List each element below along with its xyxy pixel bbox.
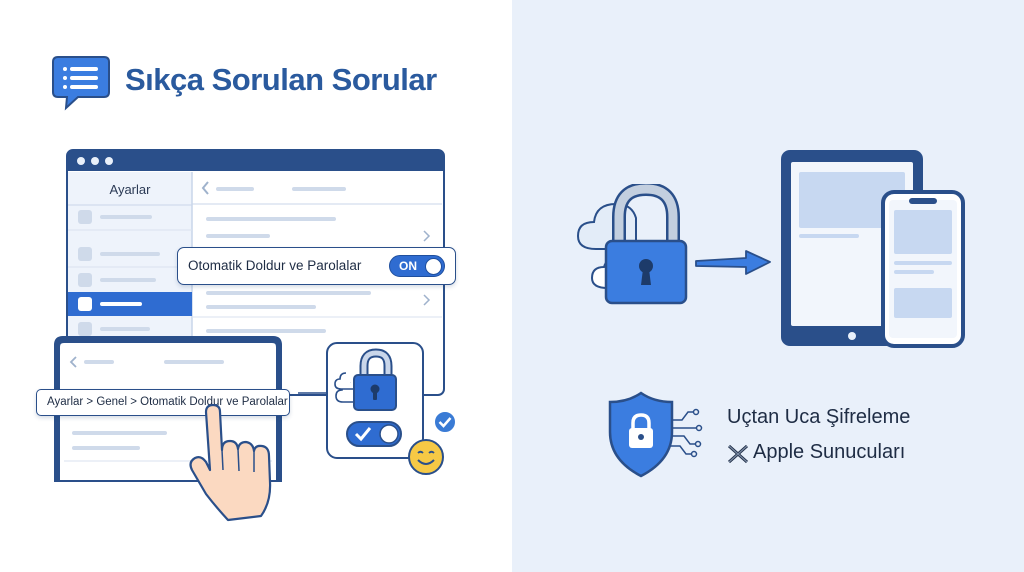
- cloud-lock-icon: [576, 184, 688, 305]
- check-badge-icon: [433, 410, 457, 434]
- autofill-label: Otomatik Doldur ve Parolalar: [188, 258, 362, 273]
- apple-servers-label: Apple Sunucuları: [753, 441, 906, 463]
- lock-card: [296, 342, 424, 459]
- smiley-icon: [408, 439, 444, 475]
- toggle-knob: [425, 257, 442, 275]
- devices-icon: [781, 150, 965, 348]
- breadcrumb: Ayarlar > Genel > Otomatik Doldur ve Par…: [36, 389, 290, 416]
- arrow-right-icon: [695, 250, 771, 275]
- autofill-toggle[interactable]: ON: [389, 255, 445, 277]
- cross-mark-icon: [728, 444, 748, 464]
- pointing-hand-icon: [189, 404, 272, 522]
- settings-sidebar-title: Ayarlar: [109, 182, 151, 197]
- shield-lock-icon: [608, 391, 703, 478]
- e2e-encryption-label: Uçtan Uca Şifreleme: [727, 406, 911, 428]
- chat-list-icon: [52, 56, 110, 111]
- toggle-on-label: ON: [399, 259, 417, 273]
- autofill-row[interactable]: Otomatik Doldur ve Parolalar ON: [177, 247, 456, 285]
- faq-title: Sıkça Sorulan Sorular: [125, 62, 437, 97]
- breadcrumb-text: Ayarlar > Genel > Otomatik Doldur ve Par…: [47, 396, 288, 408]
